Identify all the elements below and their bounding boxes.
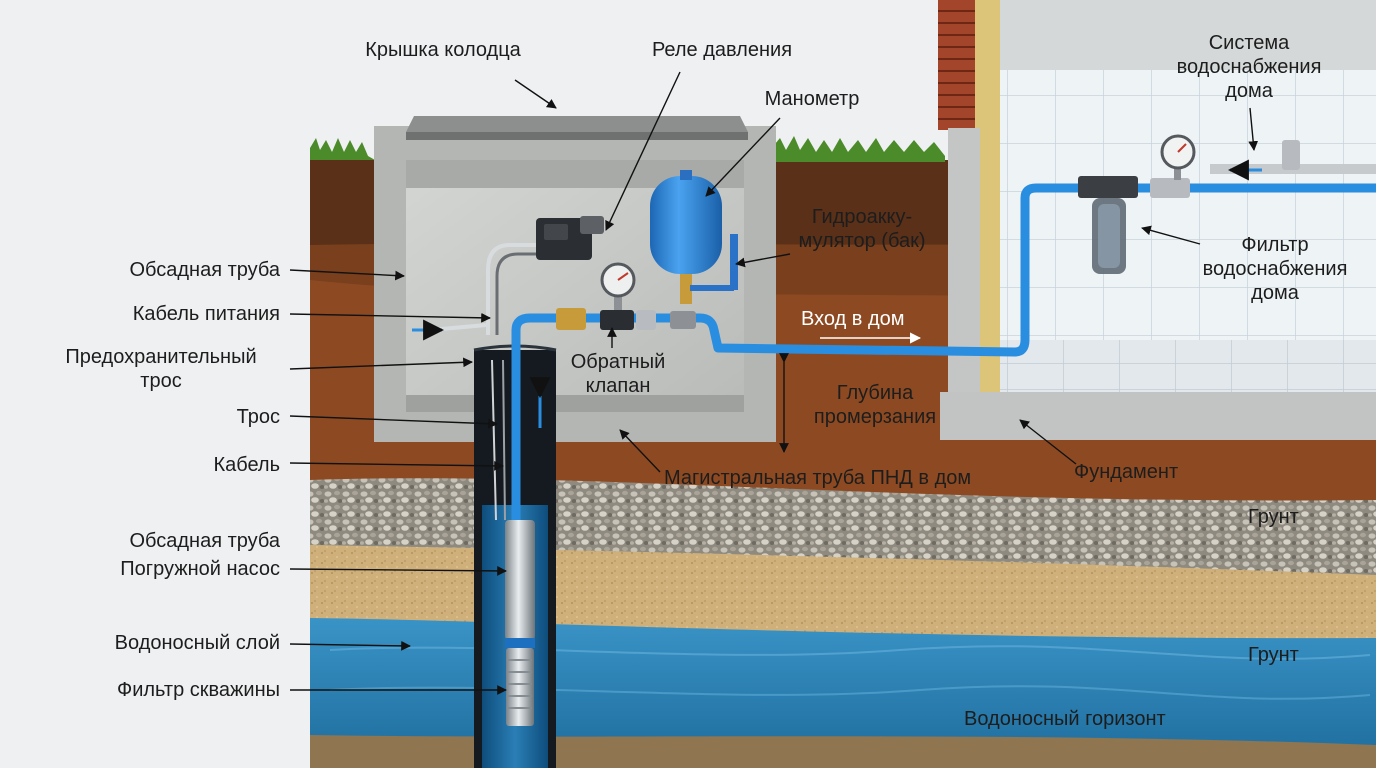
house: [938, 0, 1376, 440]
water-pipe: [511, 183, 1376, 520]
label-casing-pipe-top: Обсадная труба: [129, 259, 280, 281]
label-aquifer-layer: Водоносный слой: [114, 632, 280, 654]
label-pressure-switch: Реле давления: [651, 39, 793, 61]
label-pressure-gauge: Манометр: [764, 88, 860, 110]
label-submersible-pump: Погружной насос: [120, 558, 280, 580]
label-soil-upper: Грунт: [1248, 506, 1299, 528]
label-well-filter: Фильтр скважины: [117, 679, 280, 701]
house-gauge-icon: [1160, 134, 1376, 181]
submersible-pump-icon: [505, 520, 535, 648]
well-filter-icon: [506, 648, 534, 726]
label-accumulator: Гидроакку-мулятор (бак): [798, 206, 926, 252]
label-house-entry: Вход в дом: [801, 308, 905, 330]
label-aquifer-horizon: Водоносный горизонт: [964, 708, 1166, 730]
ropes-cables: [412, 243, 548, 521]
label-main-pipe: Магистральная труба ПНД в дом: [664, 467, 972, 489]
house-filter-icon: [1078, 176, 1190, 274]
pressure-gauge-icon: [600, 262, 636, 310]
label-rope: Трос: [236, 406, 280, 428]
check-valve-icon: [556, 308, 696, 330]
leader-lines: [289, 71, 1259, 695]
pressure-switch-icon: [536, 216, 604, 260]
label-cable: Кабель: [213, 454, 280, 476]
label-power-cable: Кабель питания: [132, 303, 280, 325]
label-well-cover: Крышка колодца: [365, 39, 521, 61]
label-foundation: Фундамент: [1074, 461, 1179, 483]
accumulator-tank-icon: [650, 170, 738, 304]
label-casing-pipe-bottom: Обсадная труба: [129, 530, 280, 552]
well-cover-icon: [406, 116, 748, 140]
label-soil-lower: Грунт: [1248, 644, 1299, 666]
